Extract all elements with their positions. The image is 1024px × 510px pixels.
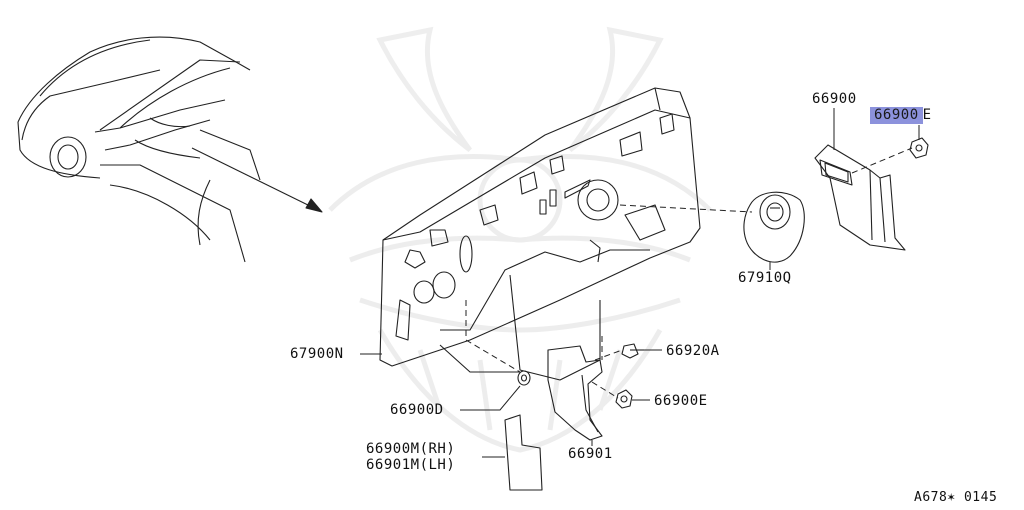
washer-66900D — [517, 370, 531, 386]
nut-66900E-top — [909, 137, 929, 159]
callout-66900E-suffix: E — [922, 107, 932, 123]
callout-66900M-rh[interactable]: 66900M(RH) — [366, 441, 456, 457]
leader-lines — [360, 108, 920, 458]
callout-67900N[interactable]: 67900N — [290, 346, 344, 362]
clip-66920A — [621, 343, 644, 359]
callout-66900[interactable]: 66900 — [812, 91, 857, 107]
bracket-66901 — [547, 345, 603, 441]
nut-66900E-lower — [615, 389, 633, 409]
callout-66920A[interactable]: 66920A — [666, 343, 720, 359]
callout-66900E-highlight: 66900 — [870, 107, 923, 124]
insulator-66900M-66901M — [504, 414, 543, 491]
callout-66900E[interactable]: 66900E — [654, 393, 708, 409]
diagram-code: A678✶ 0145 — [914, 490, 998, 505]
callout-66901[interactable]: 66901 — [568, 446, 613, 462]
dash-panel-67900N — [379, 87, 701, 381]
grommet-67910Q — [743, 191, 805, 263]
cover-66900 — [814, 144, 906, 251]
samurai-helmet-watermark — [328, 26, 712, 453]
car-illustration — [17, 36, 261, 263]
dashed-connectors — [465, 147, 913, 399]
callout-66901M-lh[interactable]: 66901M(LH) — [366, 457, 456, 473]
callout-67910Q[interactable]: 67910Q — [738, 270, 792, 286]
callout-66900D[interactable]: 66900D — [390, 402, 444, 418]
direction-arrow — [191, 147, 313, 208]
arrow-head — [305, 198, 323, 213]
